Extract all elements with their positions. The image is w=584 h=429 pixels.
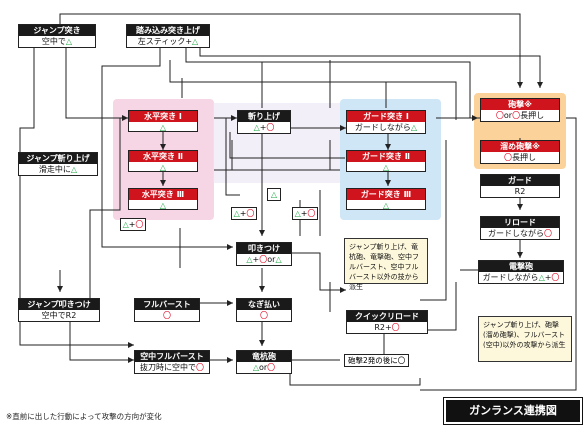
- node-charged-shelling: 溜め砲撃※ 〇長押し: [480, 140, 560, 164]
- tri-glyph: △: [294, 209, 301, 218]
- node-head: ガード: [481, 175, 559, 186]
- node-head: 溜め砲撃※: [481, 141, 559, 152]
- node-head: ガード突き Ⅲ: [347, 189, 425, 200]
- node-body: 滑走中に△: [38, 165, 78, 174]
- edge-tri-circ-label-2: △+〇: [292, 207, 318, 220]
- node-body: △: [159, 163, 167, 172]
- node-reload: リロード ガードしながら〇: [480, 216, 560, 240]
- circ-glyph: 〇: [246, 209, 255, 218]
- note-derivation-2: ジャンプ斬り上げ、砲撃(溜め砲撃)、フルバースト(空中)以外の攻撃から派生: [478, 316, 572, 362]
- node-slam: 叩きつけ △+〇or△: [236, 242, 292, 266]
- node-body: 抜刀時に空中で〇: [140, 363, 204, 372]
- footer-note: ※直前に出した行動によって攻撃の方向が変化: [6, 412, 162, 421]
- node-body: 〇: [260, 311, 268, 320]
- node-body: R2: [514, 187, 526, 196]
- node-head: ジャンプ叩きつけ: [19, 299, 99, 310]
- node-head: フルバースト: [135, 299, 199, 310]
- node-head: ガード突き Ⅰ: [347, 111, 425, 122]
- node-body: ガードしながら〇: [488, 229, 552, 238]
- node-head: 斬り上げ: [238, 111, 290, 122]
- node-guard: ガード R2: [480, 174, 560, 198]
- node-body: R2+〇: [374, 323, 400, 332]
- node-guard-thrust-2: ガード突き Ⅱ △: [346, 150, 426, 172]
- node-aerial-full-burst: 空中フルバースト 抜刀時に空中で〇: [134, 350, 210, 374]
- node-head: なぎ払い: [237, 299, 291, 310]
- node-body: △: [159, 123, 167, 132]
- tri-glyph: △: [122, 220, 129, 229]
- node-wyvern-blast: 電撃砲 ガードしながら△+〇: [478, 260, 564, 284]
- node-body: △: [159, 201, 167, 210]
- node-head: 砲撃※: [481, 99, 559, 110]
- edge-tri-circ-label-1: △+〇: [231, 207, 257, 220]
- edge-tri-circ-label-3: △+〇: [120, 218, 146, 231]
- node-head: 水平突き Ⅲ: [129, 189, 197, 200]
- node-kiriage: 斬り上げ △+〇: [237, 110, 291, 134]
- circ-glyph: 〇: [135, 220, 144, 229]
- diagram-title: ガンランス連携図: [443, 397, 583, 425]
- node-body: △+〇: [253, 123, 275, 132]
- node-body: △: [382, 163, 390, 172]
- edge-label-after-two-shells: 砲撃2発の後に〇: [344, 354, 410, 367]
- node-horizontal-thrust-2: 水平突き Ⅱ △: [128, 150, 198, 172]
- node-body: 空中でR2: [41, 311, 77, 320]
- node-head: リロード: [481, 217, 559, 228]
- node-step-thrust: 踏み込み突き上げ 左スティック+△: [126, 24, 210, 48]
- node-body: △: [382, 201, 390, 210]
- circ-glyph: 〇: [307, 209, 316, 218]
- node-head: 踏み込み突き上げ: [127, 25, 209, 36]
- node-body: 〇or〇長押し: [495, 111, 545, 120]
- node-head: クイックリロード: [347, 311, 427, 322]
- node-head: ガード突き Ⅱ: [347, 151, 425, 162]
- note-derivation-1: ジャンプ斬り上げ、竜杭砲、竜撃砲、空中フルバースト、空中フルバースト以外の技から…: [344, 238, 428, 291]
- node-head: ジャンプ突き: [19, 25, 95, 36]
- node-full-burst: フルバースト 〇: [134, 298, 200, 322]
- node-head: 竜杭砲: [237, 351, 291, 362]
- node-head: 水平突き Ⅱ: [129, 151, 197, 162]
- node-horizontal-thrust-1: 水平突き Ⅰ △: [128, 110, 198, 132]
- node-guard-thrust-1: ガード突き Ⅰ ガードしながら△: [346, 110, 426, 134]
- node-body: 空中で△: [41, 37, 73, 46]
- node-jump-thrust: ジャンプ突き 空中で△: [18, 24, 96, 48]
- node-head: 叩きつけ: [237, 243, 291, 254]
- node-jump-slash: ジャンプ斬り上げ 滑走中に△: [18, 152, 98, 176]
- node-body: ガードしながら△: [354, 123, 418, 132]
- node-guard-thrust-3: ガード突き Ⅲ △: [346, 188, 426, 210]
- node-wide-sweep: なぎ払い 〇: [236, 298, 292, 322]
- node-head: ジャンプ斬り上げ: [19, 153, 97, 164]
- node-shelling: 砲撃※ 〇or〇長押し: [480, 98, 560, 122]
- node-body: 〇長押し: [504, 153, 536, 162]
- node-quick-reload: クイックリロード R2+〇: [346, 310, 428, 334]
- node-body: 〇: [163, 311, 171, 320]
- tri-glyph: △: [233, 209, 240, 218]
- node-horizontal-thrust-3: 水平突き Ⅲ △: [128, 188, 198, 210]
- edge-triangle-label: △: [267, 188, 281, 201]
- node-head: 空中フルバースト: [135, 351, 209, 362]
- node-body: ガードしながら△+〇: [482, 273, 560, 282]
- node-jump-slam: ジャンプ叩きつけ 空中でR2: [18, 298, 100, 322]
- node-wyrmstake: 竜杭砲 △or〇: [236, 350, 292, 374]
- node-body: △+〇or△: [246, 255, 282, 264]
- node-body: 左スティック+△: [137, 37, 199, 46]
- node-body: △or〇: [252, 363, 276, 372]
- node-head: 電撃砲: [479, 261, 563, 272]
- node-head: 水平突き Ⅰ: [129, 111, 197, 122]
